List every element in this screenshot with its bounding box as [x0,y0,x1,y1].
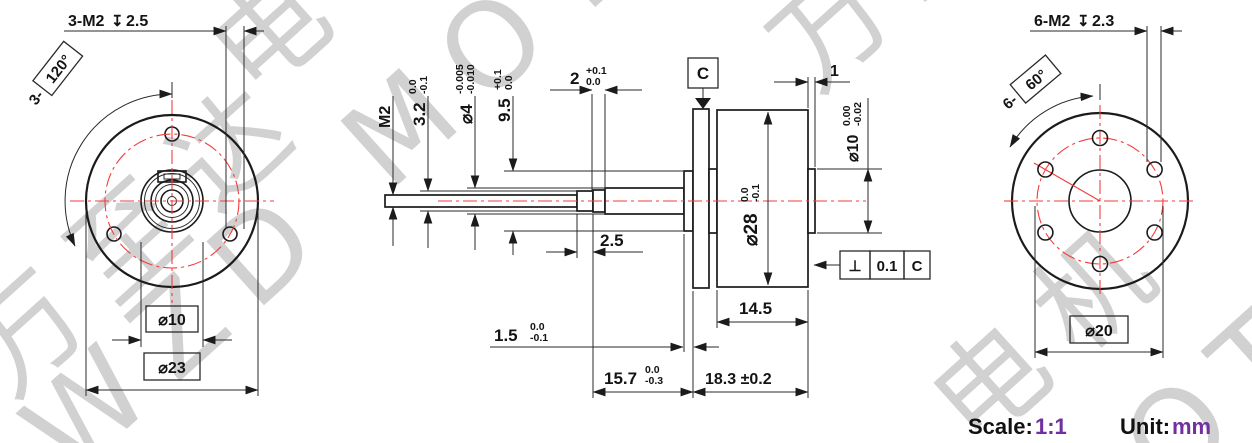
rear-angle-arc [1009,92,1094,148]
rear-bolt-dia: ⌀20 [1085,323,1113,340]
svg-text:14.5: 14.5 [739,299,772,318]
svg-text:0.0: 0.0 [530,321,545,333]
scale-value: 1:1 [1035,414,1067,439]
side-view: M2 3.2 0.0 -0.1 ⌀4 -0.005 -0.010 9.5 +0.… [377,57,931,398]
svg-text:2: 2 [570,69,579,88]
depth-symbol-icon: ↧ [1077,13,1090,30]
rear-view: 6-M2 ↧ 2.3 6- 60° ⌀20 [1000,13,1196,358]
svg-text:3.2: 3.2 [410,102,429,126]
perpendicularity-frame: ⊥ 0.1 C [813,250,931,280]
side-body-dia-dim: ⌀28 0.0 -0.1 [739,111,773,286]
rear-pattern-label: 6- 60° [1000,54,1062,113]
side-shaft-dia-dim: ⌀4 -0.005 -0.010 [454,64,477,124]
front-hole-right [222,226,238,242]
side-rear-boss-len-dim: 1 [774,63,850,167]
svg-text:-0.02: -0.02 [852,102,864,126]
svg-text:6-: 6- [1000,91,1021,113]
svg-text:18.3 ±0.2: 18.3 ±0.2 [705,371,772,388]
svg-text:1: 1 [830,63,839,80]
side-shaft-thread-dim: M2 [377,106,394,128]
svg-text:0.0: 0.0 [407,79,419,94]
svg-text:-0.1: -0.1 [418,76,430,94]
svg-text:M2: M2 [377,106,394,128]
svg-text:⌀10: ⌀10 [845,134,862,162]
svg-text:0.0: 0.0 [503,75,515,90]
side-shaft-len-dim: 15.7 0.0 -0.3 [592,364,694,397]
svg-text:0.0: 0.0 [586,76,601,88]
svg-text:⌀4: ⌀4 [457,104,476,124]
side-boss-dia-dim: 9.5 +0.1 0.0 [492,69,515,122]
unit-value: mm [1172,414,1211,439]
side-boss-len-dim: 1.5 0.0 -0.1 [490,234,719,352]
svg-text:0.0: 0.0 [645,364,660,376]
svg-text:15.7: 15.7 [604,369,637,388]
front-thread-depth: 2.5 [126,13,148,30]
svg-text:⌀28: ⌀28 [741,213,762,246]
svg-text:+0.1: +0.1 [492,69,504,90]
side-body-len-dim: 14.5 [716,299,809,327]
svg-text:-0.005: -0.005 [454,64,466,94]
scale-label: Scale: [968,414,1033,439]
front-boss-dia: ⌀10 [158,312,186,329]
svg-text:9.5: 9.5 [495,98,514,122]
unit-label: Unit: [1120,414,1170,439]
svg-text:1.5: 1.5 [494,326,518,345]
rear-thread-callout: 6-M2 [1034,13,1071,30]
side-step-dim: 2 +0.1 0.0 [550,65,642,192]
svg-text:C: C [912,258,923,275]
front-outer-dia: ⌀23 [158,360,186,377]
datum-triangle-icon [695,98,711,109]
perpendicularity-icon: ⊥ [848,258,861,275]
svg-text:-0.3: -0.3 [645,375,663,387]
depth-symbol-icon: ↧ [111,13,124,30]
side-rear-dia-dim: ⌀10 0.00 -0.02 [817,98,882,234]
svg-text:3-: 3- [26,87,48,108]
svg-text:-0.1: -0.1 [530,332,548,344]
side-groove-width-dim: 2.5 [546,214,643,258]
side-groove-dia-dim: 3.2 0.0 -0.1 [407,76,430,126]
svg-text:-0.1: -0.1 [750,184,762,202]
svg-text:2.5: 2.5 [600,231,624,250]
svg-text:-0.010: -0.010 [465,64,477,94]
mounting-flange [692,108,710,289]
front-angle-arc [64,89,173,247]
datum-c-flag: C [687,57,719,109]
front-pattern-angle: 120° [43,52,76,87]
footer: Scale: 1:1 Unit: mm [968,414,1211,439]
front-pattern-label: 3- 120° [26,40,84,108]
motor-body [716,109,809,288]
svg-text:0.0: 0.0 [739,187,751,202]
side-total-len-dim: 18.3 ±0.2 [692,371,809,397]
front-thread-callout: 3-M2 [68,13,105,30]
svg-text:0.00: 0.00 [841,105,853,126]
svg-text:C: C [697,64,709,83]
svg-text:+0.1: +0.1 [586,65,607,77]
rear-thread-depth: 2.3 [1092,13,1114,30]
svg-text:0.1: 0.1 [877,258,898,275]
